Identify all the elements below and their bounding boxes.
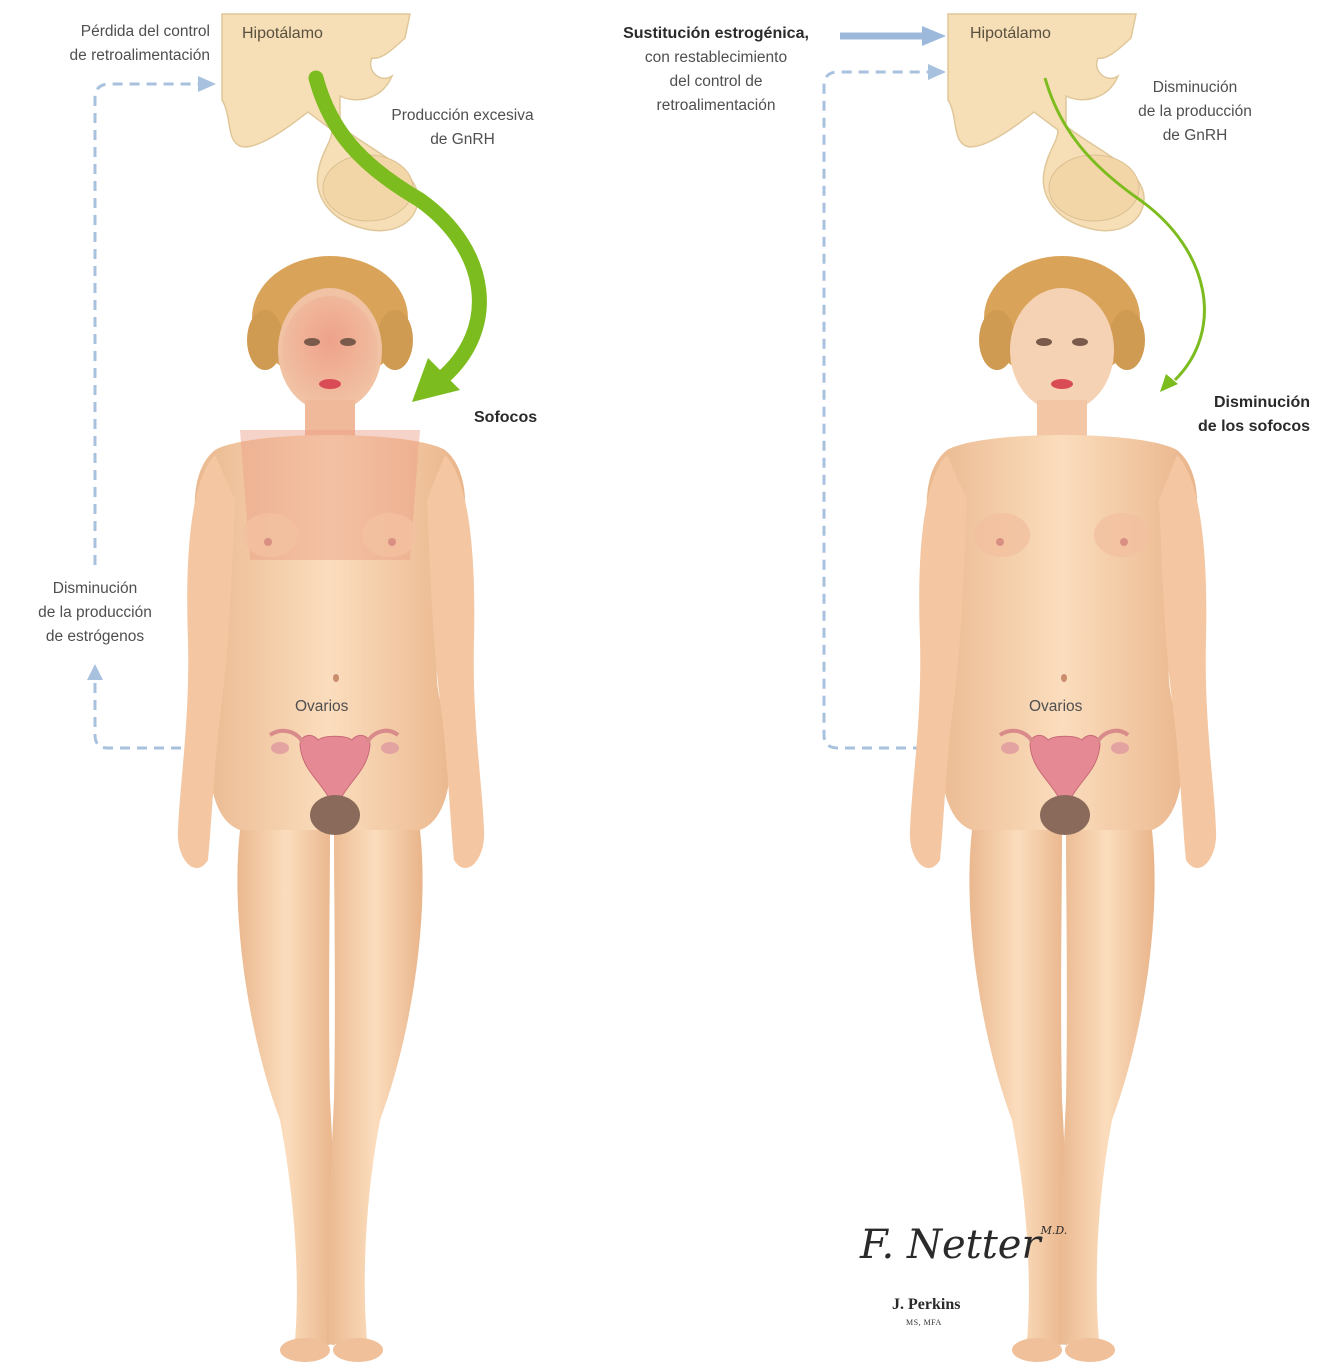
gnrh-arrowhead-right [1160, 374, 1178, 392]
gnrh-excess-line-1: Producción excesiva [360, 104, 565, 128]
feedback-arrowhead-left [198, 76, 216, 92]
credit-name: J. Perkins [892, 1296, 960, 1314]
estrogen-substitution-title: Sustitución estrogénica, [596, 22, 836, 46]
figure-left [178, 256, 484, 1362]
gnrh-excess-label: Producción excesiva de GnRH [360, 104, 565, 152]
estrogen-decrease-line-3: de estrógenos [8, 625, 182, 649]
estrogen-arrowhead-left [87, 664, 103, 680]
gnrh-decrease-line-2: de la producción [1100, 100, 1290, 124]
ovaries-label-left: Ovarios [295, 695, 348, 719]
artist-signature: F. NetterM.D. [860, 1225, 1067, 1265]
artist-signature-name: F. Netter [860, 1222, 1041, 1268]
feedback-loss-line-2: de retroalimentación [10, 44, 210, 68]
feedback-arrowhead-right [928, 64, 946, 80]
feedback-loop-left-upper [95, 84, 200, 565]
hypothalamus-label-right: Hipotálamo [970, 22, 1051, 46]
feedback-loss-label: Pérdida del control de retroalimentación [10, 20, 210, 68]
right-panel [824, 14, 1216, 1362]
artist-signature-suffix: M.D. [1041, 1224, 1068, 1237]
estrogen-decrease-line-2: de la producción [8, 601, 182, 625]
feedback-loss-line-1: Pérdida del control [10, 20, 210, 44]
estrogen-decrease-line-1: Disminución [8, 577, 182, 601]
feedback-restore-line-2: del control de [596, 70, 836, 94]
hot-flashes-decrease-label: Disminución de los sofocos [1130, 391, 1310, 439]
hot-flashes-decrease-line-2: de los sofocos [1130, 415, 1310, 439]
hot-flashes-decrease-line-1: Disminución [1130, 391, 1310, 415]
feedback-restore-line-3: retroalimentación [596, 94, 836, 118]
estrogen-substitution-label: Sustitución estrogénica, con restablecim… [596, 22, 836, 118]
gnrh-decrease-line-3: de GnRH [1100, 124, 1290, 148]
gnrh-decrease-line-1: Disminución [1100, 76, 1290, 100]
ovaries-label-right: Ovarios [1029, 695, 1082, 719]
hypothalamus-label-left: Hipotálamo [242, 22, 323, 46]
feedback-restore-line-1: con restablecimiento [596, 46, 836, 70]
gnrh-excess-line-2: de GnRH [360, 128, 565, 152]
left-panel [87, 14, 484, 1362]
hot-flashes-label: Sofocos [474, 406, 537, 430]
estrogen-decrease-label: Disminución de la producción de estrógen… [8, 577, 182, 649]
credit-degrees: MS, MFA [906, 1318, 942, 1327]
gnrh-decrease-label: Disminución de la producción de GnRH [1100, 76, 1290, 148]
